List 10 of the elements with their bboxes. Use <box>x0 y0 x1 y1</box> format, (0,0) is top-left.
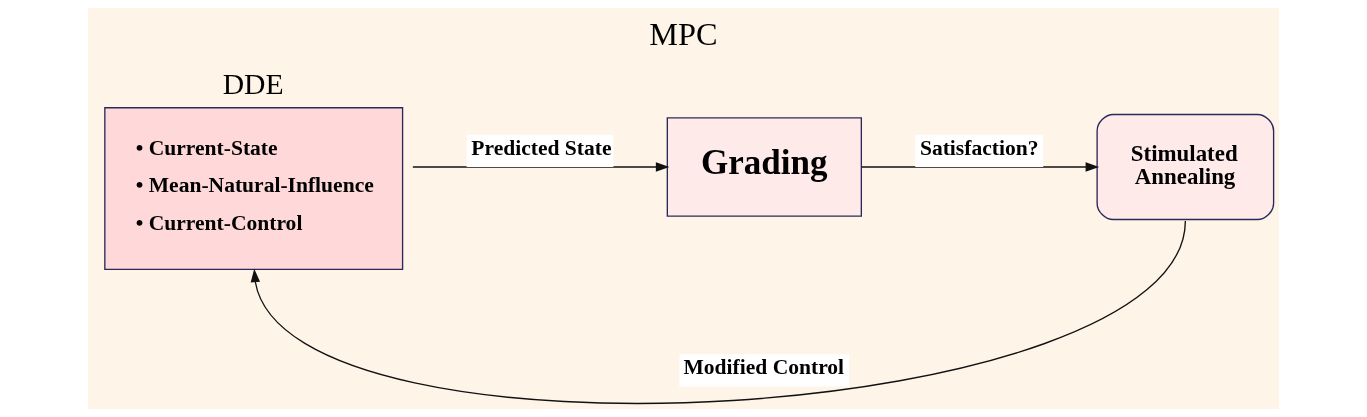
arrow <box>412 162 670 172</box>
edge-label: Modified Control <box>683 355 845 380</box>
edge-label: Predicted State <box>471 135 612 160</box>
arrow <box>250 220 1187 404</box>
edge-label: Satisfaction? <box>919 135 1039 160</box>
diagram-title: MPC <box>649 15 718 52</box>
arrow <box>860 162 1100 172</box>
node-box: Grading <box>666 117 862 217</box>
node-label: DDE <box>222 67 284 100</box>
node-box: Stimulated Annealing <box>1096 113 1275 221</box>
